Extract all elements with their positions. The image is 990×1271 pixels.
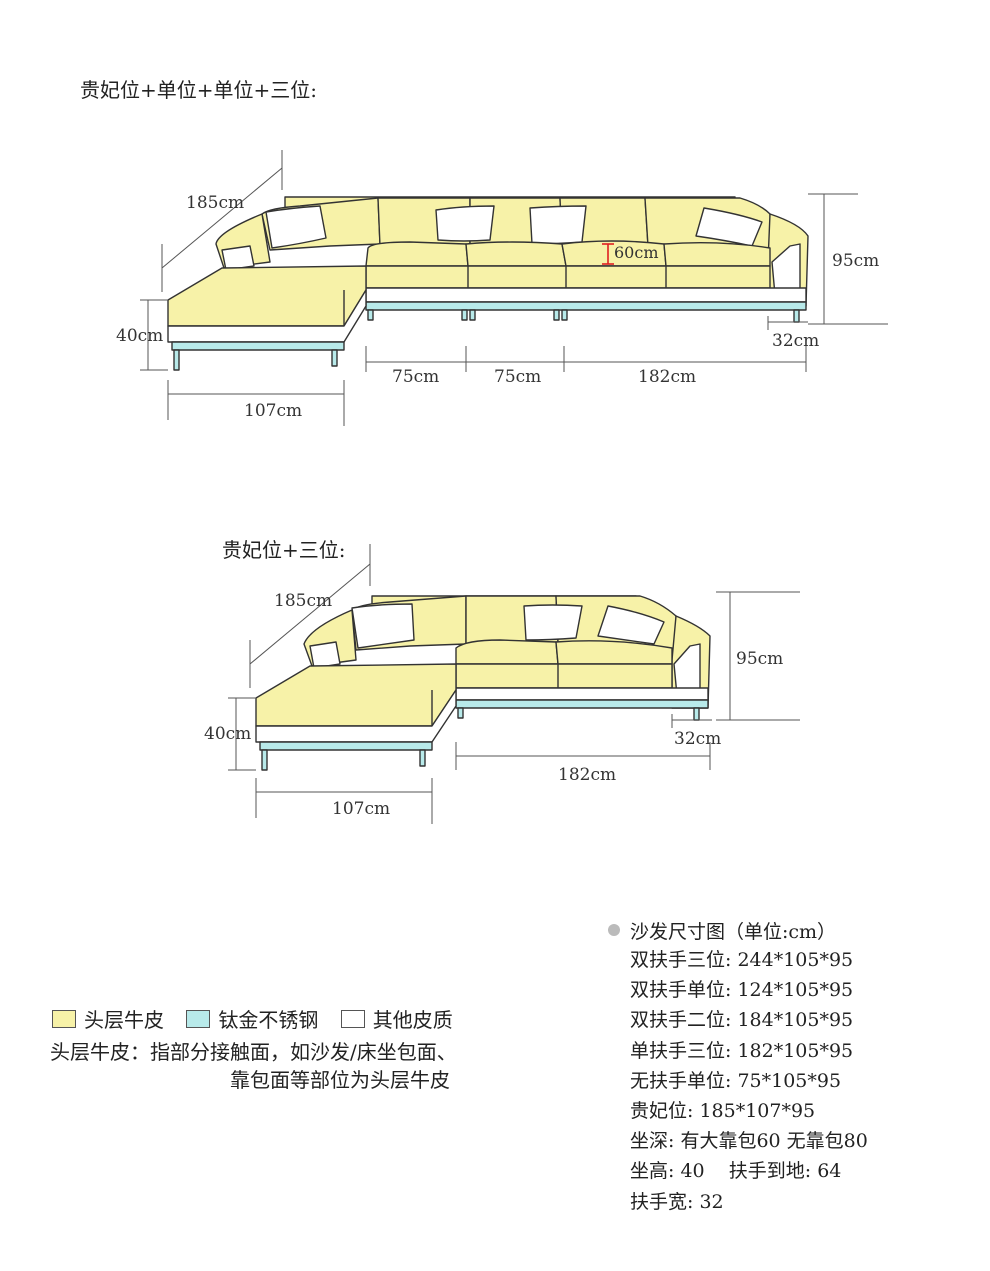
bullet-dot-icon — [608, 924, 620, 936]
legend-label: 头层牛皮 — [84, 1008, 164, 1032]
legend-note-line2: 靠包面等部位为头层牛皮 — [230, 1068, 450, 1092]
spec-heading-row: 沙发尺寸图（单位:cm） — [608, 915, 868, 945]
legend-item-steel: 钛金不锈钢 — [186, 1004, 318, 1033]
sofa2-seat-1 — [455, 639, 559, 665]
sofa2-pillow-2 — [523, 604, 583, 641]
diagram2-title: 贵妃位+三位: — [222, 538, 346, 562]
dim1-height-label: 95cm — [832, 251, 879, 271]
legend-swatch-other — [340, 1009, 365, 1028]
sofa2-chaise-base — [255, 689, 457, 743]
sofa1-pillow-1 — [265, 205, 327, 249]
sofa-2-drawing — [255, 595, 711, 771]
spec-row: 坐高: 40 扶手到地: 64 — [630, 1160, 842, 1183]
spec-row: 单扶手三位: 182*105*95 — [630, 1039, 854, 1062]
spec-heading: 沙发尺寸图（单位:cm） — [630, 920, 837, 943]
spec-row: 无扶手单位: 75*105*95 — [630, 1069, 842, 1092]
dim1-three-seat-label: 182cm — [638, 367, 696, 387]
dim2-height-label: 95cm — [736, 649, 783, 669]
spec-row: 双扶手单位: 124*105*95 — [630, 979, 854, 1002]
sofa2-chaise-steel — [259, 741, 433, 751]
legend-note-line1: 头层牛皮：指部分接触面，如沙发/床坐包面、 — [50, 1040, 457, 1064]
sofa2-chaise-top — [255, 663, 457, 727]
dim1-unit-b-label: 75cm — [494, 367, 541, 387]
sofa2-pillow-3 — [597, 605, 665, 645]
sofa2-base — [455, 687, 709, 701]
sofa2-seat-front — [455, 663, 673, 689]
sofa2-seat-2 — [555, 640, 673, 665]
legend-label: 其他皮质 — [372, 1008, 453, 1032]
dim1-seat-height-label: 40cm — [116, 326, 163, 346]
sofa1-chaise-steel — [171, 341, 345, 351]
dim2-three-seat-label: 182cm — [558, 765, 616, 785]
spec-row: 贵妃位: 185*107*95 — [630, 1099, 816, 1122]
dim1-unit-a-label: 75cm — [392, 367, 439, 387]
diagram1-title: 贵妃位+单位+单位+三位: — [80, 78, 318, 102]
legend-swatch-steel — [186, 1009, 211, 1028]
sofa1-seat-4 — [663, 241, 771, 267]
sofa2-pillow-1 — [351, 603, 415, 649]
dim2-seat-height-label: 40cm — [204, 724, 251, 744]
legend-item-other: 其他皮质 — [340, 1004, 453, 1033]
spec-row: 双扶手三位: 244*105*95 — [630, 949, 854, 971]
sofa1-pillow-2 — [435, 205, 495, 242]
dim1-arm-width-label: 32cm — [772, 331, 819, 351]
legend-label: 钛金不锈钢 — [218, 1008, 319, 1032]
dim1-depth-label: 185cm — [186, 193, 244, 213]
sofa2-dimension-lines — [228, 544, 800, 824]
sofa2-steel-frame — [455, 699, 709, 709]
sofa1-chaise-base — [167, 289, 367, 343]
dim1-seat-depth-label: 60cm — [614, 243, 659, 262]
dim2-depth-label: 185cm — [274, 591, 332, 611]
size-spec-list: 沙发尺寸图（单位:cm） 双扶手三位: 244*105*95 双扶手单位: 12… — [608, 915, 868, 1217]
spec-row: 扶手宽: 32 — [630, 1190, 724, 1213]
dim2-arm-width-label: 32cm — [674, 729, 721, 749]
sofa-1-drawing — [167, 196, 809, 371]
legend-item-leather: 头层牛皮 — [52, 1004, 164, 1033]
spec-row: 坐深: 有大靠包60 无靠包80 — [630, 1130, 868, 1153]
material-legend: 头层牛皮 钛金不锈钢 其他皮质 — [52, 1004, 469, 1033]
dim1-chaise-width-label: 107cm — [244, 401, 302, 421]
legend-swatch-leather — [52, 1009, 76, 1028]
sofa1-dimension-lines — [140, 150, 888, 426]
dim2-chaise-width-label: 107cm — [332, 799, 390, 819]
spec-row: 双扶手二位: 184*105*95 — [630, 1009, 854, 1032]
